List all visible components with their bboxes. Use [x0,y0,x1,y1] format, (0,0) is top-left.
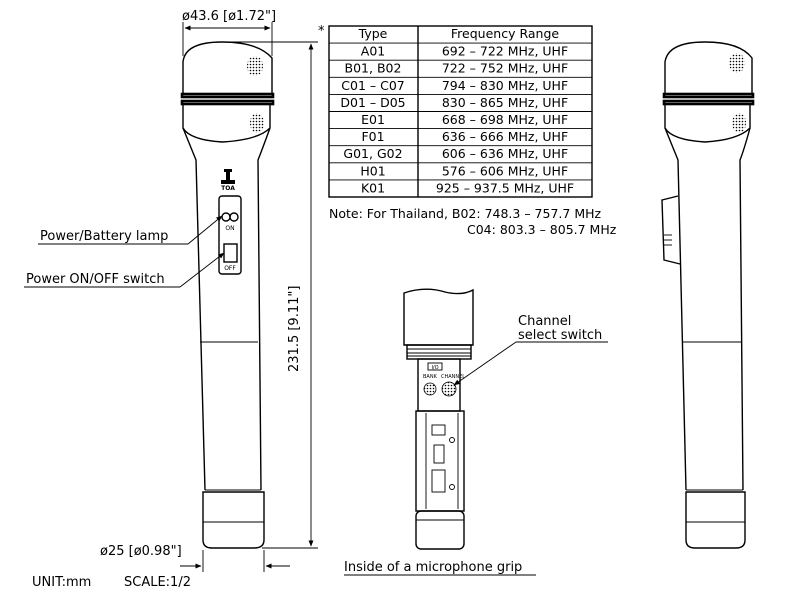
table-cell-type: C01 – C07 [341,78,404,93]
inside-grip-caption: Inside of a microphone grip [344,560,522,575]
channel-label: CHANNEL [441,374,465,380]
table-cell-frequency: 668 – 698 MHz, UHF [442,112,568,127]
bank-label: BANK [423,374,438,380]
table-row: C01 – C07 794 – 830 MHz, UHF [341,78,568,93]
table-header-frequency: Frequency Range [451,26,559,41]
table-cell-frequency: 794 – 830 MHz, UHF [442,78,568,93]
head-diameter-dimension: ø43.6 [ø1.72"] [182,9,276,24]
table-header-type: Type [358,26,388,41]
table-cell-type: G01, G02 [343,146,402,161]
table-cell-frequency: 830 – 865 MHz, UHF [442,95,568,110]
io-label: I/O [431,365,438,371]
channel-select-label-line1: Channel [518,314,571,329]
bank-rotary-switch[interactable] [423,382,437,396]
brand-label: TOA [221,185,235,192]
unit-label: UNIT:mm [32,575,91,590]
table-row: F01 636 – 666 MHz, UHF [361,129,568,144]
table-cell-frequency: 636 – 666 MHz, UHF [442,129,568,144]
table-row: A01 692 – 722 MHz, UHF [361,44,568,59]
table-cell-type: D01 – D05 [340,95,405,110]
table-row: K01 925 – 937.5 MHz, UHF [361,180,574,195]
table-cell-type: K01 [361,180,385,195]
table-cell-frequency: 576 – 606 MHz, UHF [442,163,568,178]
scale-label: SCALE:1/2 [124,575,191,590]
side-microphone [661,41,755,549]
table-row: B01, B02 722 – 752 MHz, UHF [345,61,569,76]
grille-mesh-patch [729,53,745,73]
table-cell-frequency: 722 – 752 MHz, UHF [442,61,568,76]
front-microphone: TOA ON OFF Power/Battery lamp Power ON/O… [24,9,318,572]
power-battery-lamp-indicator [229,212,239,222]
toa-logo: TOA [221,169,235,192]
table-cell-type: H01 [360,163,385,178]
table-cell-type: B01, B02 [345,61,402,76]
grip-inside-view: I/O BANK CHANNEL Channel select switch I… [344,288,608,576]
power-switch-label: Power ON/OFF switch [26,272,165,287]
side-switch-profile [661,195,681,265]
frequency-table: * Type Frequency Range A01 692 – 722 MHz,… [318,24,617,237]
table-row: D01 – D05 830 – 865 MHz, UHF [340,95,568,110]
table-cell-frequency: 606 – 636 MHz, UHF [442,146,568,161]
table-cell-type: A01 [361,44,385,59]
switch-on-label: ON [225,225,234,232]
note-line-2: C04: 803.3 – 805.7 MHz [467,222,617,237]
table-cell-type: F01 [361,129,384,144]
table-cell-frequency: 925 – 937.5 MHz, UHF [436,180,574,195]
length-dimension: 231.5 [9.11"] [287,286,302,372]
channel-rotary-switch[interactable] [441,381,457,397]
table-row: H01 576 – 606 MHz, UHF [360,163,568,178]
note-line-1: Note: For Thailand, B02: 748.3 – 757.7 M… [329,206,601,221]
asterisk-mark: * [318,24,325,39]
power-battery-lamp-label: Power/Battery lamp [40,229,168,244]
table-cell-type: E01 [361,112,385,127]
power-switch-slider[interactable] [223,243,238,263]
base-diameter-dimension: ø25 [ø0.98"] [100,544,182,559]
table-cell-frequency: 692 – 722 MHz, UHF [442,44,568,59]
power-battery-lamp-indicator [221,212,231,222]
table-row: E01 668 – 698 MHz, UHF [361,112,568,127]
table-row: G01, G02 606 – 636 MHz, UHF [343,146,568,161]
switch-off-label: OFF [224,265,236,272]
channel-select-label-line2: select switch [518,328,602,343]
grille-mesh-patch [247,56,263,76]
grille-mesh-patch [732,113,746,133]
grille-mesh-patch [250,113,264,133]
